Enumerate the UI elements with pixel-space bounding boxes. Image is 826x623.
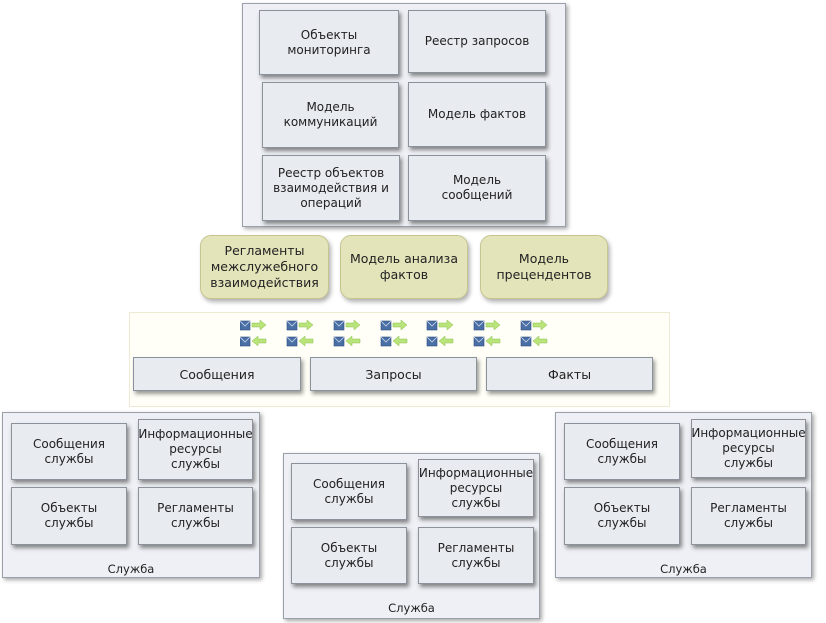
- service-right-regulations-box: Регламенты службы: [691, 487, 806, 545]
- service-middle-objects-box: Объекты службы: [291, 527, 407, 584]
- flow-pair-1: [240, 319, 267, 347]
- service-right-objects-box: Объекты службы: [564, 487, 680, 545]
- service-right-info-resources-box: Информационные ресурсы службы: [691, 419, 806, 478]
- service-right-caption: Служба: [660, 562, 707, 576]
- message-flow-icons: [240, 319, 548, 347]
- service-left-caption: Служба: [107, 562, 155, 576]
- service-middle-caption: Служба: [388, 601, 435, 615]
- interservice-regulations-box: Регламенты межслужебного взаимодействия: [200, 235, 329, 299]
- flow-pair-2: [286, 319, 314, 347]
- service-left-messages-box: Сообщения службы: [11, 423, 127, 480]
- flow-pair-4: [380, 319, 408, 347]
- flow-pair-6: [473, 319, 501, 347]
- interaction-objects-registry-box: Реестр объектов взаимодействия и операци…: [262, 155, 400, 221]
- messages-channel: Сообщения: [133, 357, 301, 391]
- precedent-model-box: Модель прецендентов: [480, 235, 608, 299]
- facts-model-box: Модель фактов: [408, 82, 546, 147]
- service-middle-info-resources-box: Информационные ресурсы службы: [418, 459, 534, 517]
- service-left-info-resources-box: Информационные ресурсы службы: [138, 419, 253, 480]
- monitoring-objects-box: Объекты мониторинга: [259, 10, 399, 75]
- service-left-regulations-box: Регламенты службы: [138, 487, 253, 545]
- service-middle-regulations-box: Регламенты службы: [418, 527, 534, 584]
- flow-pair-5: [426, 319, 454, 347]
- message-model-box: Модель сообщений: [408, 155, 546, 221]
- service-right-messages-box: Сообщения службы: [564, 423, 680, 480]
- fact-analysis-model-box: Модель анализа фактов: [340, 235, 468, 299]
- flow-pair-3: [333, 319, 361, 347]
- facts-channel: Факты: [486, 357, 653, 391]
- flow-pair-7: [520, 319, 548, 347]
- service-left-objects-box: Объекты службы: [11, 487, 127, 545]
- service-middle-messages-box: Сообщения службы: [291, 463, 407, 520]
- requests-channel: Запросы: [310, 357, 477, 391]
- request-registry-box: Реестр запросов: [408, 10, 546, 73]
- communication-model-box: Модель коммуникаций: [262, 82, 399, 148]
